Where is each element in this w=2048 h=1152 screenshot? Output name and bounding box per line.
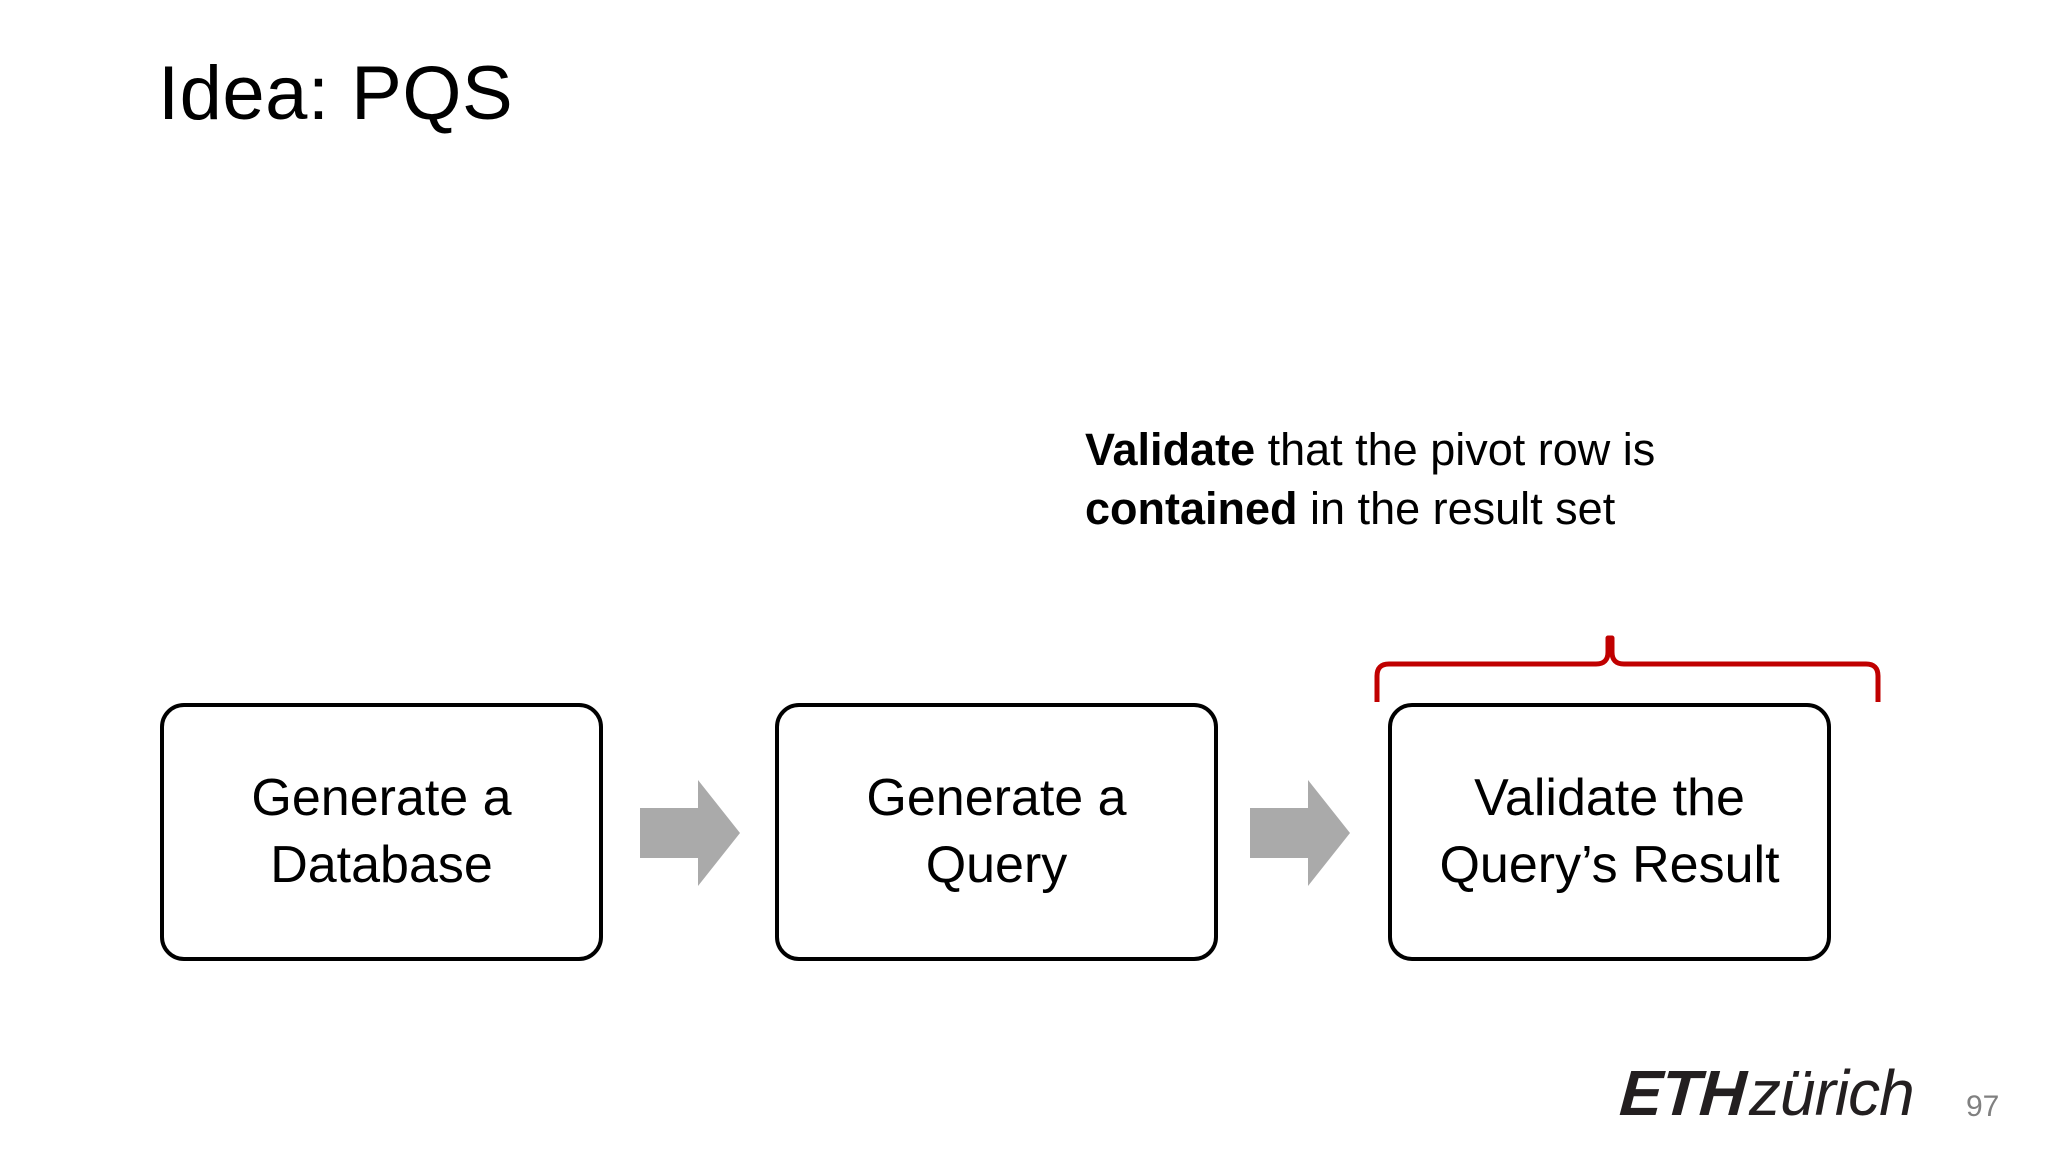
callout-line-2: contained in the result set xyxy=(1085,479,1845,538)
flow-box-generate-database[interactable]: Generate a Database xyxy=(160,703,603,961)
callout-line-2-bold: contained xyxy=(1085,483,1298,535)
flow-box-line-2: Query’s Result xyxy=(1439,836,1780,894)
callout-line-1-bold: Validate xyxy=(1085,424,1256,475)
eth-logo-mark: ETH xyxy=(1617,1057,1748,1129)
flow-box-label: Generate a Database xyxy=(239,765,523,898)
eth-zurich-logo: ETH zürich xyxy=(1617,1056,1915,1130)
flow-box-line-1: Generate a xyxy=(251,769,512,828)
eth-logo-city: zürich xyxy=(1749,1057,1915,1129)
page-title: Idea: PQS xyxy=(158,51,514,136)
callout-line-2-rest: in the result set xyxy=(1297,483,1616,535)
flow-box-line-1: Generate a xyxy=(866,769,1127,828)
flow-box-line-2: Database xyxy=(270,836,493,894)
red-curly-brace-icon xyxy=(1360,624,1900,704)
flow-box-label: Generate a Query xyxy=(854,765,1138,898)
validate-callout: Validate that the pivot row is contained… xyxy=(1085,420,1845,539)
flow-box-line-1: Validate the xyxy=(1474,769,1745,828)
callout-line-1-rest: that the pivot row is xyxy=(1255,424,1656,475)
page-number: 97 xyxy=(1966,1090,2000,1123)
flow-box-generate-query[interactable]: Generate a Query xyxy=(775,703,1218,961)
flow-box-label: Validate the Query’s Result xyxy=(1427,765,1791,898)
right-arrow-icon xyxy=(1250,780,1350,886)
callout-line-1: Validate that the pivot row is xyxy=(1085,420,1845,479)
right-arrow-icon xyxy=(640,780,740,886)
flow-box-line-2: Query xyxy=(925,836,1068,894)
flow-box-validate-result[interactable]: Validate the Query’s Result xyxy=(1388,703,1831,961)
